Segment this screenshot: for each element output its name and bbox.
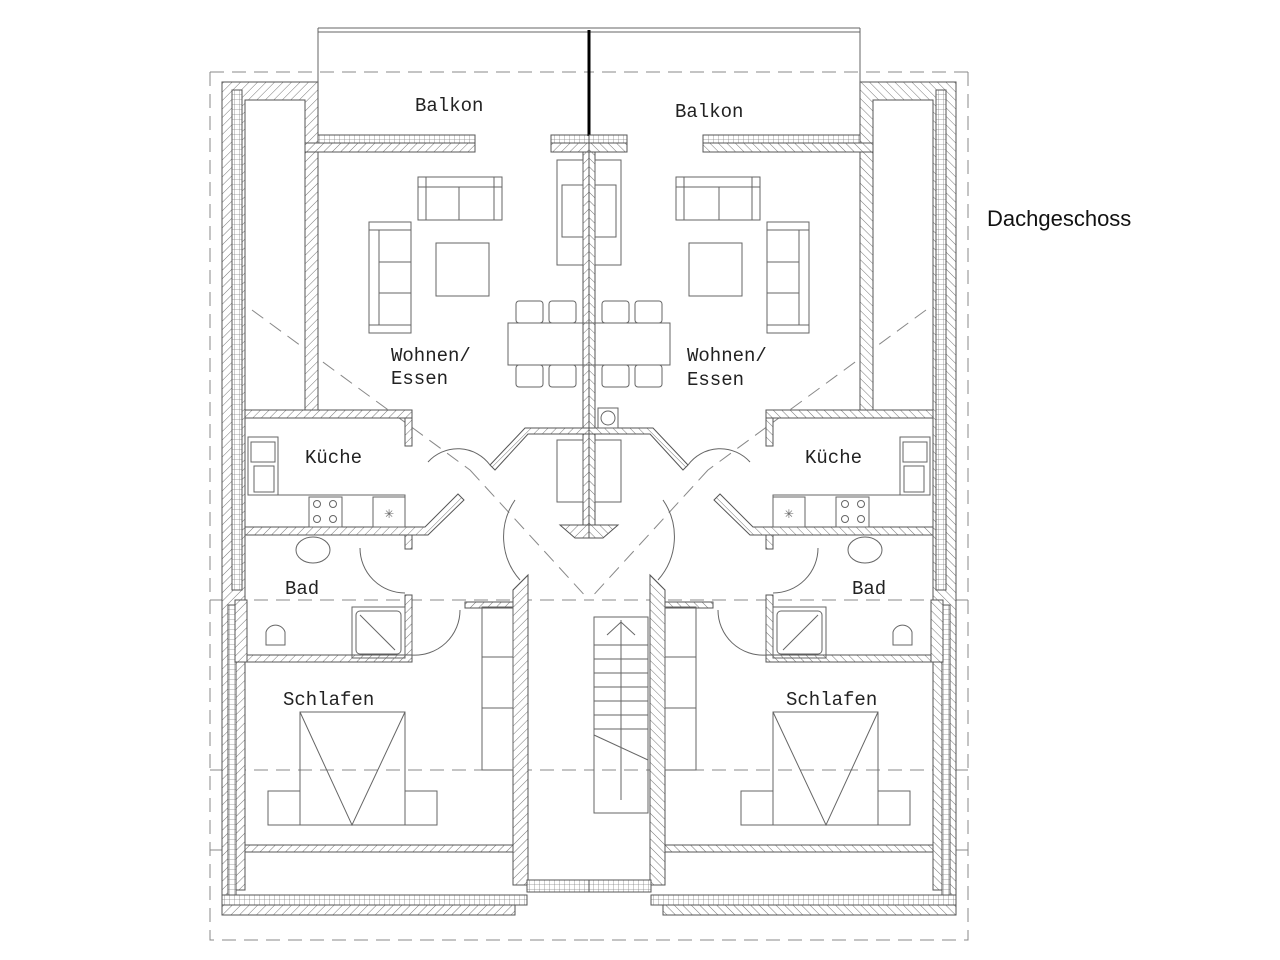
- room-label-wohnen-right: Wohnen/: [687, 345, 767, 367]
- room-label-schlafen-left: Schlafen: [283, 689, 374, 711]
- room-label-bad-right: Bad: [852, 578, 886, 600]
- room-label-essen-right: Essen: [687, 369, 744, 391]
- room-label-essen-left: Essen: [391, 368, 448, 390]
- room-label-kueche-right: Küche: [805, 447, 862, 469]
- room-label-wohnen-left: Wohnen/: [391, 345, 471, 367]
- room-label-kueche-left: Küche: [305, 447, 362, 469]
- floor-title: Dachgeschoss: [987, 206, 1131, 231]
- room-label-balkon-right: Balkon: [675, 101, 743, 123]
- staircase: [593, 616, 649, 814]
- room-label-schlafen-right: Schlafen: [786, 689, 877, 711]
- room-label-bad-left: Bad: [285, 578, 319, 600]
- room-label-balkon-left: Balkon: [415, 95, 483, 117]
